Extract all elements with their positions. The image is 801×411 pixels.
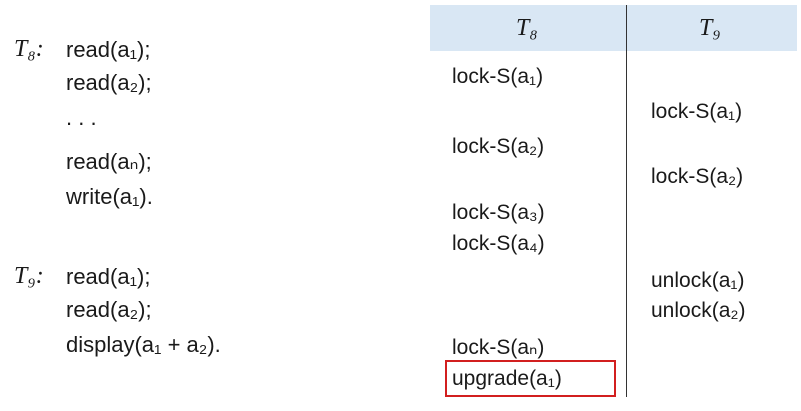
t9-step: display(a₁ + a₂). (66, 332, 221, 357)
table-header (430, 5, 797, 51)
t9-operation: unlock(a₂) (651, 299, 746, 322)
t8-operation: lock-S(a₄) (452, 232, 545, 255)
upgrade-highlight-box (445, 360, 616, 397)
t8-operation: lock-S(aₙ) (452, 336, 545, 359)
t8-step: write(a₁). (66, 184, 153, 209)
t8-operation: lock-S(a₂) (452, 135, 545, 158)
t8-operation: lock-S(a₃) (452, 201, 545, 224)
column-header-t8: T₈ (516, 15, 538, 41)
t8-ellipsis: . . . (66, 105, 97, 130)
t8-step: read(aₙ); (66, 149, 152, 174)
t8-upgrade-operation: upgrade(a₁) (452, 367, 562, 390)
t8-step: read(a₁); (66, 37, 151, 62)
t9-step: read(a₂); (66, 297, 152, 322)
t9-operation: unlock(a₁) (651, 269, 745, 292)
column-divider (626, 5, 627, 397)
column-header-t9: T₉ (699, 15, 721, 41)
t8-operation: lock-S(a₁) (452, 65, 544, 88)
t8-label: T₈: (14, 36, 44, 62)
t9-label: T₉: (14, 263, 44, 289)
t9-step: read(a₁); (66, 264, 151, 289)
t8-step: read(a₂); (66, 70, 152, 95)
t9-operation: lock-S(a₂) (651, 165, 744, 188)
t9-operation: lock-S(a₁) (651, 100, 743, 123)
